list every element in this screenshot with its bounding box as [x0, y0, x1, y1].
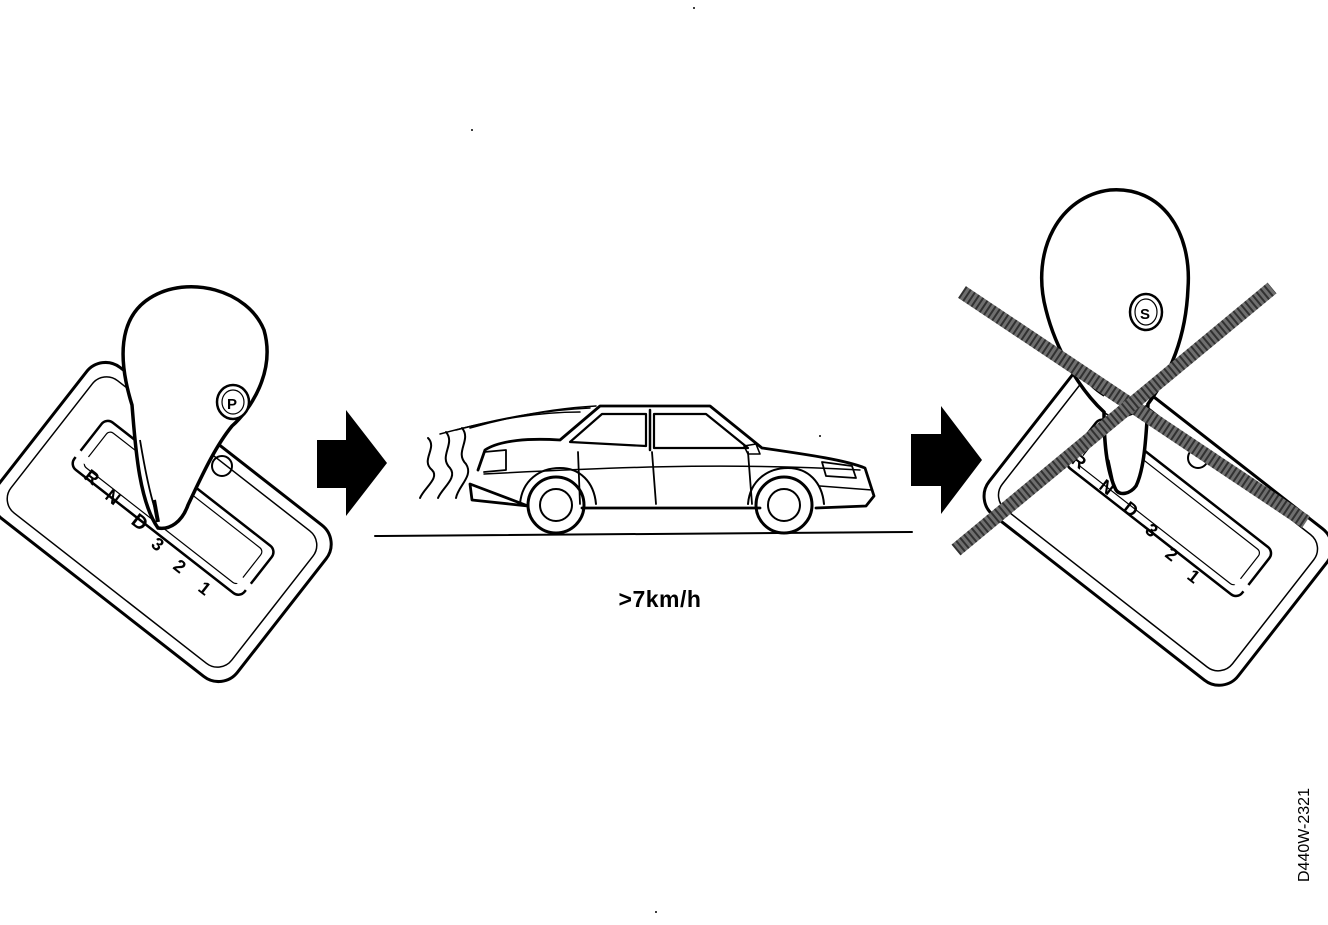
car-illustration	[374, 404, 913, 537]
arrow-right-icon-1	[317, 410, 387, 516]
knob-button-letter-left: P	[227, 396, 237, 413]
gear-selector-right: R N D 3 2 1 S	[982, 188, 1328, 687]
figure-code: D440W-2321	[1296, 788, 1313, 882]
lever-knob-left	[121, 284, 269, 531]
knob-button-letter-right: S	[1140, 306, 1150, 323]
arrow-right-icon-2	[911, 406, 982, 514]
cross-out-icon	[951, 282, 1310, 556]
speed-label: >7km/h	[618, 586, 702, 612]
lever-knob-right	[1040, 188, 1191, 496]
gear-selector-left: R N D 3 2 1 P	[0, 284, 333, 684]
